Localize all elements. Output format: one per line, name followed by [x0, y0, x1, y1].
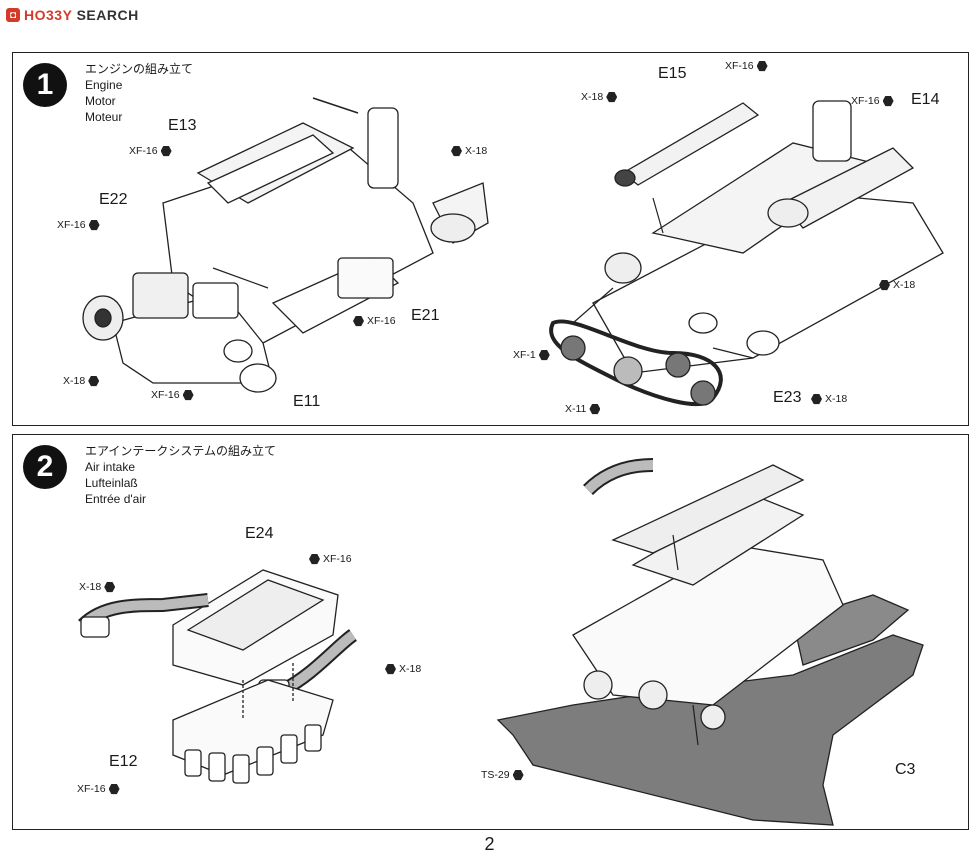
paint-hex-icon [538, 349, 550, 361]
paint-e14-x18: X-18 [879, 279, 915, 291]
page-number: 2 [484, 834, 495, 854]
paint-x18-top: X-18 [451, 145, 487, 157]
paint-e23-x18: X-18 [811, 393, 847, 405]
paint-hex-icon [309, 553, 320, 565]
part-e12-label: E12 [109, 753, 138, 770]
paint-hex-icon [160, 145, 172, 157]
paint-hex-icon [879, 279, 890, 291]
step-title-de: Motor [85, 94, 116, 108]
paint-pipe-right-x18: X-18 [385, 663, 421, 675]
step-2-panel: 2 エアインテークシステムの組み立て Air intake Lufteinlaß… [12, 434, 969, 830]
paint-hex-icon [451, 145, 462, 157]
part-e13-label: E13 [168, 117, 197, 134]
step-number-badge: 2 [23, 445, 67, 489]
cam-cover-e15 [623, 103, 758, 185]
step-title-fr: Moteur [85, 110, 123, 124]
paint-belt-xf1: XF-1 [513, 349, 550, 361]
intake-base-e12-drawing [173, 680, 333, 775]
paint-e12-xf16: XF-16 [77, 783, 120, 795]
paint-pipe-left-x18: X-18 [79, 581, 116, 593]
part-e24-label: E24 [245, 525, 274, 542]
paint-e21-xf16: XF-16 [353, 315, 396, 327]
paint-e15-x18: X-18 [581, 91, 618, 103]
part-e22-label: E22 [99, 191, 128, 208]
paint-hex-icon [108, 783, 120, 795]
site-logo: ◘ HO33Y SEARCH [6, 5, 139, 25]
paint-hex-icon [104, 581, 116, 593]
logo-text: HO33Y SEARCH [24, 7, 139, 23]
part-c3-label: C3 [895, 761, 916, 778]
part-e15-label: E15 [658, 65, 687, 82]
paint-hex-icon [88, 375, 100, 387]
part-e11-label: E11 [293, 393, 321, 410]
paint-hex-icon [353, 315, 364, 327]
paint-e24-xf16: XF-16 [309, 553, 352, 565]
paint-hex-icon [882, 95, 894, 107]
paint-hex-icon [589, 403, 601, 415]
paint-e15-xf16: XF-16 [725, 60, 768, 72]
step-title-jp: エンジンの組み立て [85, 62, 194, 76]
step-title-en: Air intake [85, 460, 136, 474]
part-e14-label: E14 [911, 91, 940, 108]
step-1-panel: 1 エンジンの組み立て Engine Motor Moteur [12, 52, 969, 426]
part-e21-label: E21 [411, 307, 440, 324]
step-number-badge: 1 [23, 63, 67, 107]
paint-e11-xf16: XF-16 [151, 389, 194, 401]
paint-hex-icon [606, 91, 618, 103]
intake-stack-drawing [368, 108, 398, 188]
step-title-jp: エアインテークシステムの組み立て [85, 444, 277, 458]
step-title-en: Engine [85, 78, 123, 92]
paint-belt-x11: X-11 [565, 403, 601, 415]
air-intake-illustration [13, 435, 968, 829]
paint-tray-ts29: TS-29 [481, 769, 524, 781]
part-e23-label: E23 [773, 389, 802, 406]
step-1-titles: エンジンの組み立て Engine Motor Moteur [85, 61, 193, 125]
paint-e13-xf16: XF-16 [129, 145, 172, 157]
paint-hex-icon [811, 393, 822, 405]
paint-x18-left: X-18 [63, 375, 100, 387]
paint-hex-icon [88, 219, 100, 231]
step-2-titles: エアインテークシステムの組み立て Air intake Lufteinlaß E… [85, 443, 276, 507]
paint-hex-icon [512, 769, 524, 781]
paint-hex-icon [182, 389, 194, 401]
engine-assembly-illustration [13, 53, 968, 425]
step-title-fr: Entrée d'air [85, 492, 146, 506]
paint-e14-xf16: XF-16 [851, 95, 894, 107]
step-title-de: Lufteinlaß [85, 476, 138, 490]
paint-hex-icon [385, 663, 396, 675]
paint-e22-xf16: XF-16 [57, 219, 100, 231]
hobby-search-logo-icon: ◘ [6, 8, 20, 22]
paint-hex-icon [756, 60, 768, 72]
